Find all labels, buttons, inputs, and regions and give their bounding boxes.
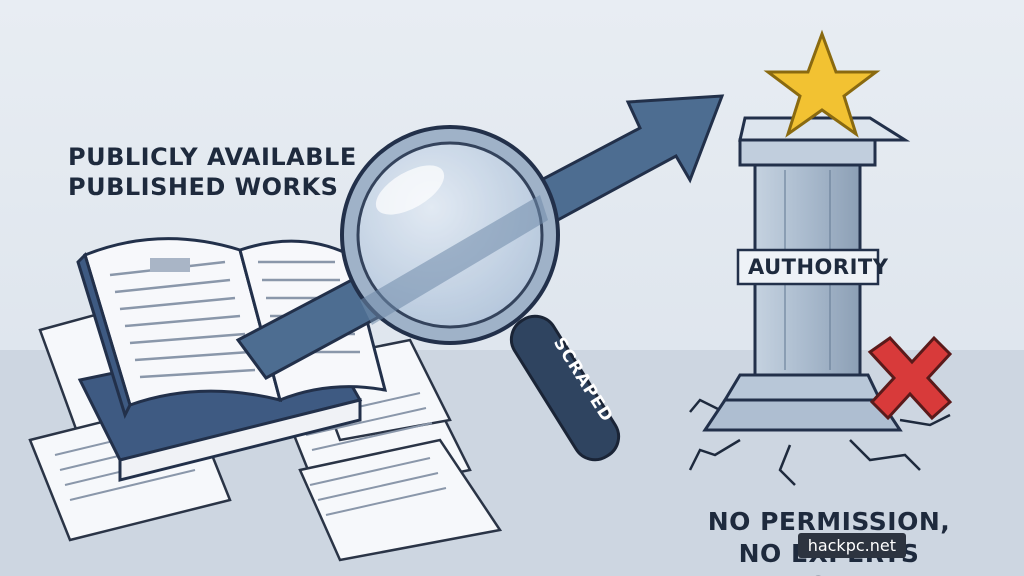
authority-label: AUTHORITY xyxy=(748,255,889,279)
red-x-icon xyxy=(867,335,953,421)
source-label: PUBLICLY AVAILABLE PUBLISHED WORKS xyxy=(68,142,357,202)
bottom-label-line1: NO PERMISSION, xyxy=(707,507,951,536)
source-label-line2: PUBLISHED WORKS xyxy=(68,173,339,201)
authority-band xyxy=(736,248,880,286)
source-label-line1: PUBLICLY AVAILABLE xyxy=(68,143,357,171)
magnifying-glass-icon xyxy=(340,125,621,462)
cracks-icon xyxy=(688,398,951,486)
star-icon xyxy=(763,29,881,138)
watermark: hackpc.net xyxy=(797,533,906,558)
paper-stack-icon xyxy=(28,298,503,562)
